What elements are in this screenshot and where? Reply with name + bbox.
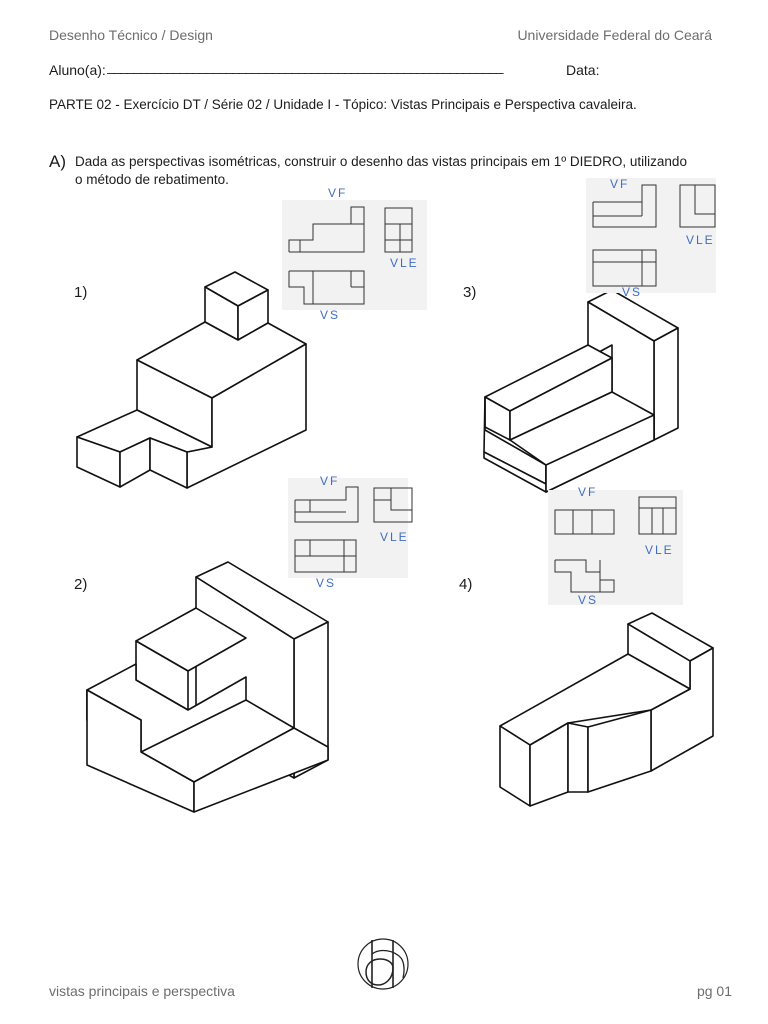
exercise-2-views (288, 478, 413, 578)
exercise-3-isometric (483, 289, 679, 493)
exercise-4-vf-label: VF (578, 485, 598, 499)
exercise-2-vle-label: VLE (380, 530, 409, 544)
student-label: Aluno(a): (49, 62, 106, 78)
part-title: PARTE 02 - Exercício DT / Série 02 / Uni… (49, 97, 637, 112)
exercise-1-vle-label: VLE (390, 256, 419, 270)
page-number: pg 01 (696, 983, 732, 999)
question-letter: A) (49, 152, 66, 171)
question-text-line1: Dada as perspectivas isométricas, constr… (75, 154, 687, 169)
student-name-line: ________________________________________… (107, 58, 503, 74)
exercise-3-vf-label: VF (610, 177, 630, 191)
exercise-2-isometric (86, 561, 329, 813)
exercise-1-vs-label: VS (320, 308, 341, 322)
exercise-3-number: 3) (463, 284, 477, 301)
exercise-4-vs-label: VS (578, 593, 599, 607)
university-logo (357, 938, 409, 990)
footer-topic: vistas principais e perspectiva (49, 983, 235, 999)
date-label: Data: (566, 62, 600, 78)
header-university: Universidade Federal do Ceará (517, 27, 712, 43)
exercise-2-vs-label: VS (316, 576, 337, 590)
exercise-4-isometric (499, 612, 714, 807)
exercise-1-vf-label: VF (328, 186, 348, 200)
exercise-1-views (282, 200, 427, 310)
exercise-2-vf-label: VF (320, 474, 340, 488)
question-text-line2: o método de rebatimento. (75, 172, 229, 187)
exercise-4-vle-label: VLE (645, 543, 674, 557)
exercise-1-isometric (76, 271, 307, 489)
exercise-3-views (586, 178, 716, 293)
header-course: Desenho Técnico / Design (49, 27, 213, 43)
exercise-4-views (548, 490, 683, 605)
exercise-1-number: 1) (74, 284, 88, 301)
exercise-4-number: 4) (459, 576, 473, 593)
exercise-3-vle-label: VLE (686, 233, 715, 247)
exercise-3-vs-label: VS (622, 285, 643, 299)
exercise-2-number: 2) (74, 576, 88, 593)
